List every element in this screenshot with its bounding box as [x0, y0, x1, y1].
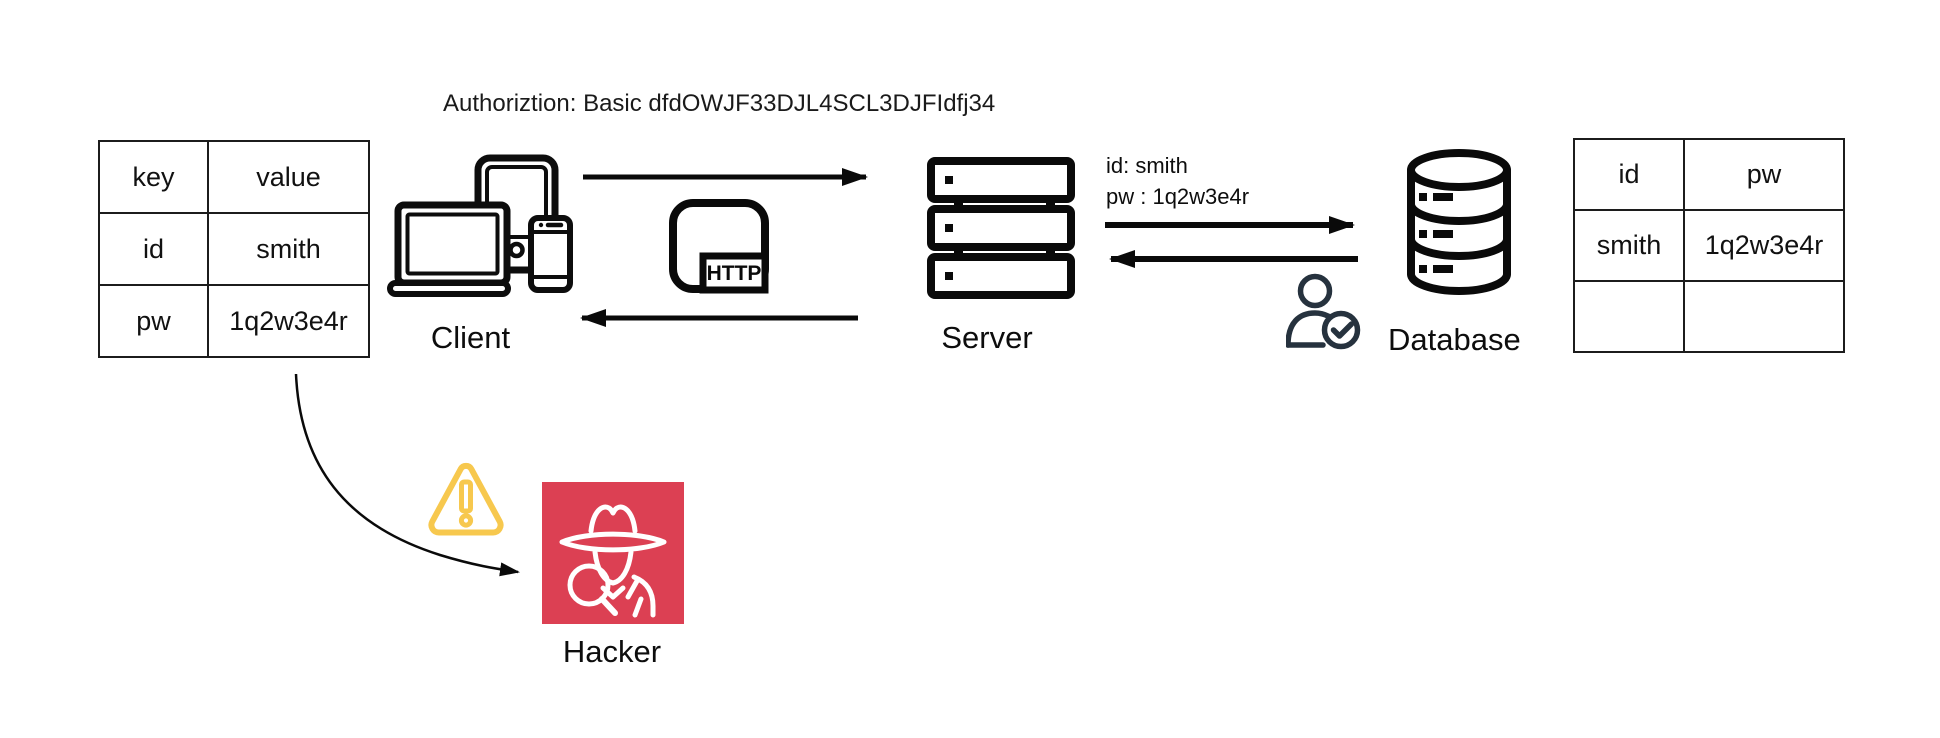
http-icon: HTTP [669, 199, 769, 294]
client-label: Client [430, 320, 511, 355]
hacker-tile [542, 482, 684, 624]
client-devices-icon [387, 154, 573, 297]
hacker-label: Hacker [562, 634, 662, 669]
table-row: id smith [98, 212, 370, 286]
person-check-icon [1286, 273, 1361, 350]
warning-triangle-icon [428, 462, 504, 536]
http-badge-text: HTTP [707, 262, 762, 285]
spy-icon [559, 504, 667, 618]
table-header-cell: id [1573, 138, 1685, 211]
table-row: key value [98, 140, 370, 214]
table-cell: 1q2w3e4r [207, 284, 370, 358]
table-row: smith 1q2w3e4r [1573, 209, 1845, 282]
table-cell: id [98, 212, 209, 286]
arrow-leak-to-hacker [294, 373, 520, 577]
table-header-cell: key [98, 140, 209, 214]
server-stack-icon [927, 157, 1075, 299]
authorization-header-text: Authoriztion: Basic dfdOWJF33DJL4SCL3DJF… [443, 90, 996, 117]
table-cell: smith [1573, 209, 1685, 282]
database-label: Database [1388, 322, 1521, 357]
table-row [1573, 280, 1845, 353]
database-records-table: id pw smith 1q2w3e4r [1573, 138, 1845, 353]
table-row: pw 1q2w3e4r [98, 284, 370, 358]
database-cylinder-icon [1407, 149, 1511, 295]
credentials-pw-line: pw : 1q2w3e4r [1106, 184, 1250, 209]
server-label: Server [941, 320, 1033, 355]
table-cell [1683, 280, 1845, 353]
table-header-cell: value [207, 140, 370, 214]
table-row: id pw [1573, 138, 1845, 211]
table-cell: 1q2w3e4r [1683, 209, 1845, 282]
table-header-cell: pw [1683, 138, 1845, 211]
table-cell [1573, 280, 1685, 353]
table-cell: smith [207, 212, 370, 286]
table-cell: pw [98, 284, 209, 358]
credentials-id-line: id: smith [1106, 153, 1188, 178]
client-credentials-table: key value id smith pw 1q2w3e4r [98, 140, 370, 358]
server-db-credentials-note: id: smith pw : 1q2w3e4r [1106, 150, 1249, 212]
